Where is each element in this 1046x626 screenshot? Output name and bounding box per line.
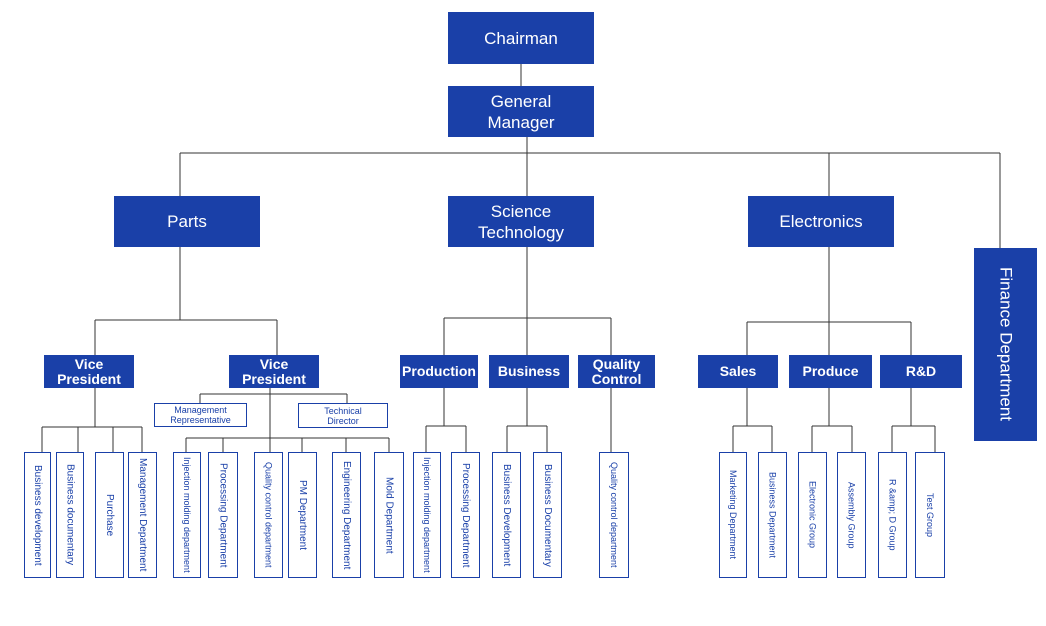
test-group-label: Test Group bbox=[925, 492, 935, 538]
quality-control-department-2-label: Quality control department bbox=[609, 462, 619, 568]
parts-box: Parts bbox=[114, 196, 260, 247]
marketing-department-box: Marketing Department bbox=[719, 452, 747, 578]
purchase-label: Purchase bbox=[104, 493, 115, 537]
technical-director-box: Technical Director bbox=[298, 403, 388, 428]
management-department-box: Management Department bbox=[128, 452, 157, 578]
injection-molding-1-box: Injection molding department bbox=[173, 452, 201, 578]
rnd-group-box: R &amp; D Group bbox=[878, 452, 907, 578]
business-department-box: Business Department bbox=[758, 452, 787, 578]
management-department-label: Management Department bbox=[137, 458, 148, 572]
engineering-department-label: Engineering Department bbox=[341, 460, 352, 570]
pm-department-box: PM Department bbox=[288, 452, 317, 578]
processing-department-1-label: Processing Department bbox=[217, 462, 229, 568]
business-development-2-box: Business Development bbox=[492, 452, 521, 578]
rnd-box: R&D bbox=[880, 355, 962, 388]
business-department-label: Business Department bbox=[767, 471, 778, 559]
sales-box: Sales bbox=[698, 355, 778, 388]
science-technology-box: Science Technology bbox=[448, 196, 594, 247]
engineering-department-box: Engineering Department bbox=[332, 452, 361, 578]
business-development-2-label: Business Development bbox=[501, 463, 512, 567]
business-development-1-box: Business development bbox=[24, 452, 51, 578]
marketing-department-label: Marketing Department bbox=[728, 470, 738, 560]
chairman-box: Chairman bbox=[448, 12, 594, 64]
electronic-group-box: Electronic Group bbox=[798, 452, 827, 578]
quality-control-box: Quality Control bbox=[578, 355, 655, 388]
vice-president-2-box: Vice President bbox=[229, 355, 319, 388]
processing-department-2-box: Processing Department bbox=[451, 452, 480, 578]
purchase-box: Purchase bbox=[95, 452, 124, 578]
finance-department-box: Finance Department bbox=[974, 248, 1037, 441]
produce-box: Produce bbox=[789, 355, 872, 388]
quality-control-department-1-box: Quality control department bbox=[254, 452, 283, 578]
test-group-box: Test Group bbox=[915, 452, 945, 578]
electronic-group-label: Electronic Group bbox=[807, 481, 818, 549]
injection-molding-1-label: Injection molding department bbox=[182, 457, 192, 573]
processing-department-2-label: Processing Department bbox=[460, 462, 471, 568]
business-documentary-1-label: Business documentary bbox=[64, 464, 76, 566]
pm-department-label: PM Department bbox=[297, 479, 308, 551]
quality-control-department-1-label: Quality control department bbox=[263, 462, 274, 568]
vice-president-1-box: Vice President bbox=[44, 355, 134, 388]
assembly-group-box: Assembly Group bbox=[837, 452, 866, 578]
business-documentary-2-box: Business Documentary bbox=[533, 452, 562, 578]
injection-molding-2-box: Injection molding department bbox=[413, 452, 441, 578]
quality-control-department-2-box: Quality control department bbox=[599, 452, 629, 578]
management-representative-box: Management Representative bbox=[154, 403, 247, 427]
finance-department-label: Finance Department bbox=[996, 267, 1016, 422]
business-documentary-2-label: Business Documentary bbox=[542, 463, 553, 567]
assembly-group-label: Assembly Group bbox=[846, 481, 857, 549]
business-development-1-label: Business development bbox=[32, 464, 43, 566]
general-manager-box: General Manager bbox=[448, 86, 594, 137]
business-box: Business bbox=[489, 355, 569, 388]
mold-department-label: Mold Department bbox=[383, 476, 395, 554]
processing-department-1-box: Processing Department bbox=[208, 452, 238, 578]
rnd-group-label: R &amp; D Group bbox=[887, 479, 898, 551]
mold-department-box: Mold Department bbox=[374, 452, 404, 578]
injection-molding-2-label: Injection molding department bbox=[422, 457, 432, 573]
production-box: Production bbox=[400, 355, 478, 388]
electronics-box: Electronics bbox=[748, 196, 894, 247]
business-documentary-1-box: Business documentary bbox=[56, 452, 84, 578]
